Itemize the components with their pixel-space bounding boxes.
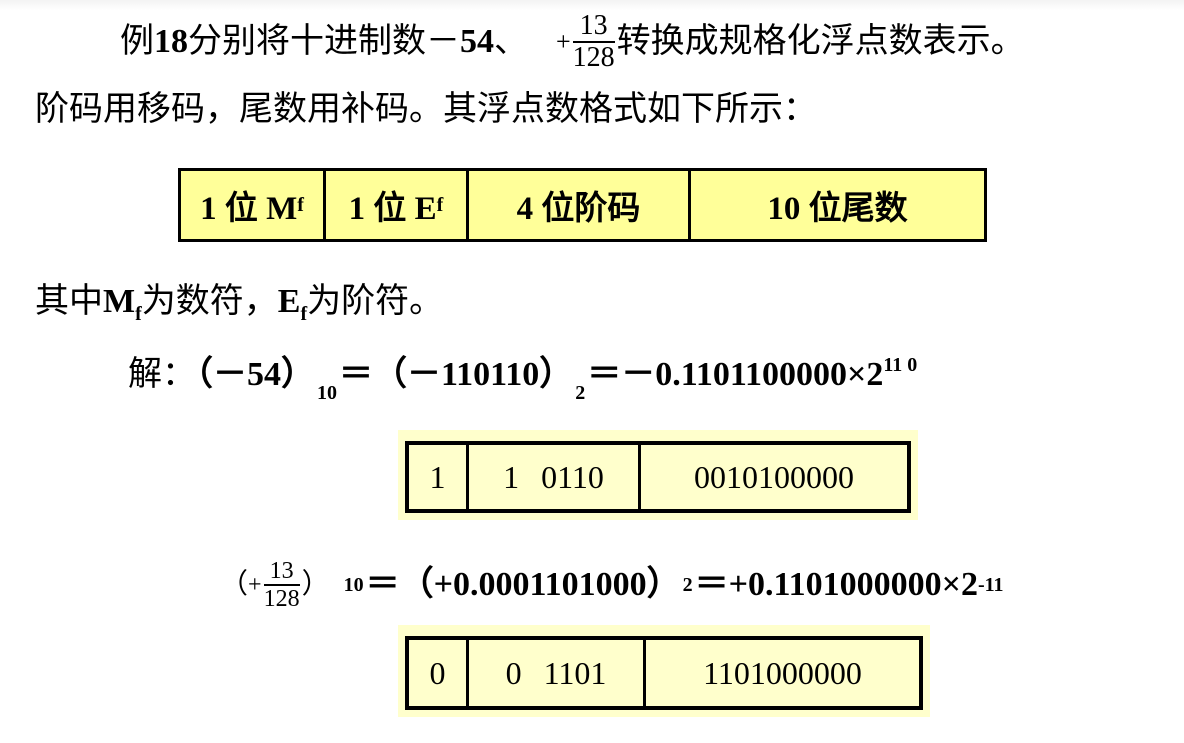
format-cell-sub: f bbox=[297, 193, 304, 216]
solution2-exponent: -11 bbox=[977, 574, 1004, 596]
fraction-numerator: 13 bbox=[572, 11, 615, 43]
result2-sign-cell: 0 bbox=[409, 640, 469, 706]
solution-label: 解： bbox=[128, 356, 196, 393]
cell-value: 0 bbox=[429, 654, 446, 691]
format-cell-label: 1 位 E bbox=[348, 191, 437, 227]
solution1-equation: 解：（－54）10＝（－110110）2＝－0.1101100000×211 0 bbox=[128, 345, 917, 413]
fraction-numerator: 13 bbox=[263, 558, 300, 586]
note-ef-sub: f bbox=[300, 303, 308, 325]
fraction-denominator: 128 bbox=[572, 42, 615, 73]
cell-value: 1 bbox=[503, 458, 520, 495]
base-10: 10 bbox=[317, 382, 337, 404]
format-cell-label: 1 位 M bbox=[200, 191, 298, 227]
base-2: 2 bbox=[682, 574, 693, 596]
result1-exponent-cell: 1 0110 bbox=[469, 445, 641, 509]
example-value-a: 54 bbox=[460, 23, 494, 60]
base-10: 10 bbox=[343, 574, 364, 596]
cell-value: 0110 bbox=[541, 458, 604, 495]
cell-value: 1101000000 bbox=[703, 654, 862, 691]
format-cell-sub: f bbox=[436, 193, 444, 216]
format-cell-label: 10 位尾数 bbox=[767, 191, 908, 227]
note-ef: E bbox=[277, 283, 301, 320]
example-plus: + bbox=[556, 27, 571, 56]
solution2-normalized: ＝+0.1101000000×2 bbox=[694, 566, 978, 603]
result1-table: 1 1 0110 0010100000 bbox=[405, 441, 911, 513]
format-cell-mantissa: 10 位尾数 bbox=[691, 171, 984, 239]
fraction-denominator: 128 bbox=[263, 586, 300, 612]
cell-value: 0010100000 bbox=[694, 458, 854, 495]
example-text-a: 分别将十进制数－ bbox=[188, 23, 460, 60]
format-cell-exponent: 4 位阶码 bbox=[469, 171, 691, 239]
result2-table: 0 0 1101 1101000000 bbox=[405, 636, 923, 710]
example-sep: 、 bbox=[494, 23, 528, 60]
solution1-binary: ＝（－110110） bbox=[339, 356, 574, 393]
note-text: 为阶符。 bbox=[307, 283, 444, 320]
note-mf: M bbox=[103, 283, 136, 320]
note-text: 为数符， bbox=[141, 283, 278, 320]
example-text-b: 转换成规格化浮点数表示。 bbox=[616, 23, 1025, 60]
note-mf-sub: f bbox=[135, 303, 142, 325]
cell-value: 0 bbox=[505, 654, 522, 691]
paren-open: （ bbox=[220, 569, 249, 600]
result1-sign-cell: 1 bbox=[409, 445, 469, 509]
solution1-lhs: （－54） bbox=[196, 356, 315, 393]
paren-close: ） bbox=[301, 569, 330, 600]
top-edge bbox=[0, 0, 1184, 10]
note-text: 其中 bbox=[35, 283, 103, 320]
example-number: 18 bbox=[154, 23, 188, 60]
cell-value: 1101 bbox=[543, 654, 607, 691]
solution2-plus: + bbox=[248, 572, 262, 598]
solution1-normalized: ＝－0.1101100000×2 bbox=[587, 356, 884, 393]
result2-exponent-cell: 0 1101 bbox=[469, 640, 646, 706]
example-line2: 阶码用移码，尾数用补码。其浮点数格式如下所示： bbox=[35, 91, 817, 128]
solution1-exponent: 11 0 bbox=[883, 354, 918, 376]
symbol-note: 其中Mf为数符，Ef为阶符。 bbox=[35, 282, 443, 334]
format-cell-label: 4 位阶码 bbox=[516, 191, 641, 227]
solution2-binary: ＝（+0.0001101000） bbox=[365, 566, 681, 603]
result2-mantissa-cell: 1101000000 bbox=[646, 640, 919, 706]
result1-mantissa-cell: 0010100000 bbox=[641, 445, 907, 509]
example-prefix: 例 bbox=[120, 23, 154, 60]
cell-value: 1 bbox=[429, 458, 446, 495]
base-2: 2 bbox=[575, 382, 586, 404]
